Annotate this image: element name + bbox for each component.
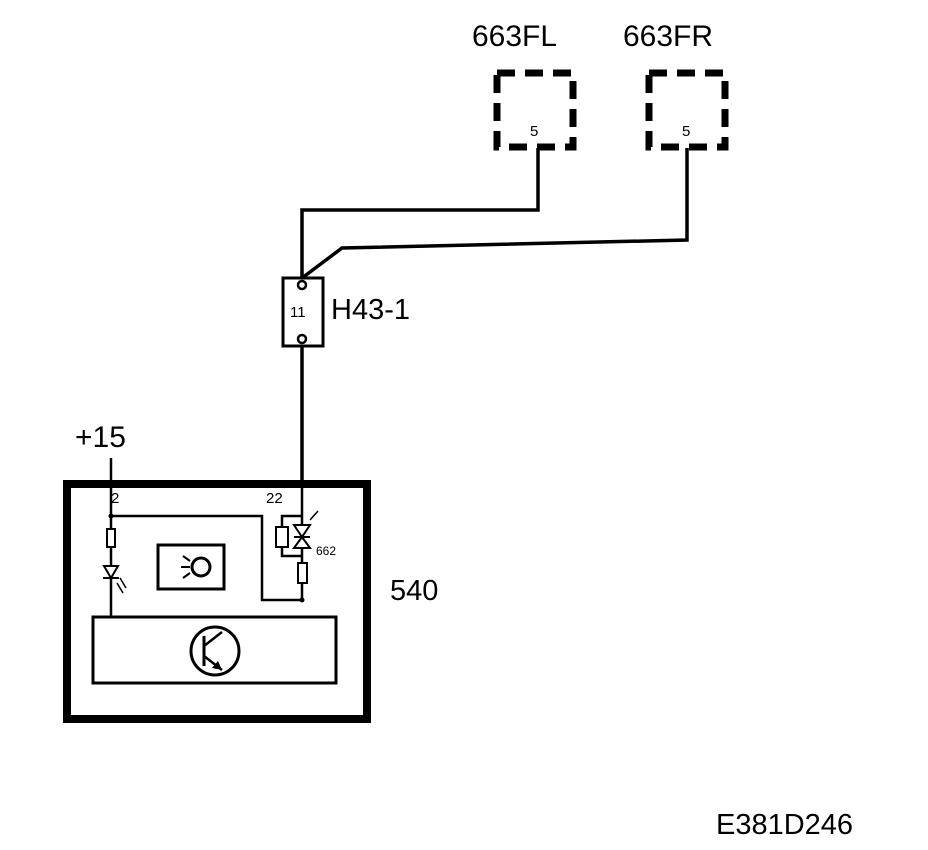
diode-662-label: 662 (316, 544, 336, 558)
wire-internal-bridge (111, 514, 302, 602)
supply-label: +15 (75, 421, 126, 454)
connector-663fl-pin: 5 (530, 123, 538, 140)
wire-663fl-to-splice (300, 148, 540, 278)
transistor-circle (189, 625, 241, 677)
led-left-ray-1 (119, 577, 127, 589)
diode-662 (292, 510, 319, 549)
figure-code: E381D246 (716, 809, 853, 841)
transistor-emitter-arrow (212, 661, 222, 670)
transistor-block (91, 615, 338, 685)
resistor-left (106, 528, 116, 548)
module-label: 540 (390, 575, 438, 607)
connector-663fr-pin: 5 (682, 123, 690, 140)
node-right-bottom (299, 597, 305, 603)
splice-terminal-bottom (296, 333, 308, 345)
led-left-ray-2 (116, 582, 124, 594)
transistor-collector (203, 631, 223, 647)
led-left (102, 565, 127, 594)
connector-663fl-housing (493, 69, 577, 151)
splice-pin: 11 (290, 304, 306, 321)
diode-662-upper (292, 524, 312, 539)
lamp-symbol-ray-1 (182, 555, 191, 562)
module-pin-2: 2 (111, 490, 119, 507)
lamp-symbol-bulb (190, 556, 212, 578)
lamp-symbol (156, 543, 226, 591)
connector-663fr-label: 663FR (623, 20, 713, 53)
module-outline (63, 480, 371, 723)
connector-663fl: 663FL 5 (472, 20, 577, 151)
module-540: 540 2 22 (63, 480, 438, 723)
module-pin-22: 22 (266, 490, 283, 507)
splice-terminal-top (296, 279, 308, 291)
lamp-symbol-ray-3 (182, 572, 191, 579)
diode-662-lower (292, 535, 312, 549)
resistor-right (297, 562, 308, 584)
connector-663fr-housing (645, 69, 729, 151)
splice-h43-1: 11 H43-1 (281, 276, 410, 348)
connector-663fl-label: 663FL (472, 20, 557, 53)
splice-label: H43-1 (331, 294, 410, 326)
wire-663fr-to-splice (300, 148, 689, 280)
connector-663fr: 663FR 5 (623, 20, 729, 151)
resistor-bypass (275, 526, 289, 548)
diode-662-ray (309, 510, 319, 521)
led-left-body (102, 565, 120, 580)
